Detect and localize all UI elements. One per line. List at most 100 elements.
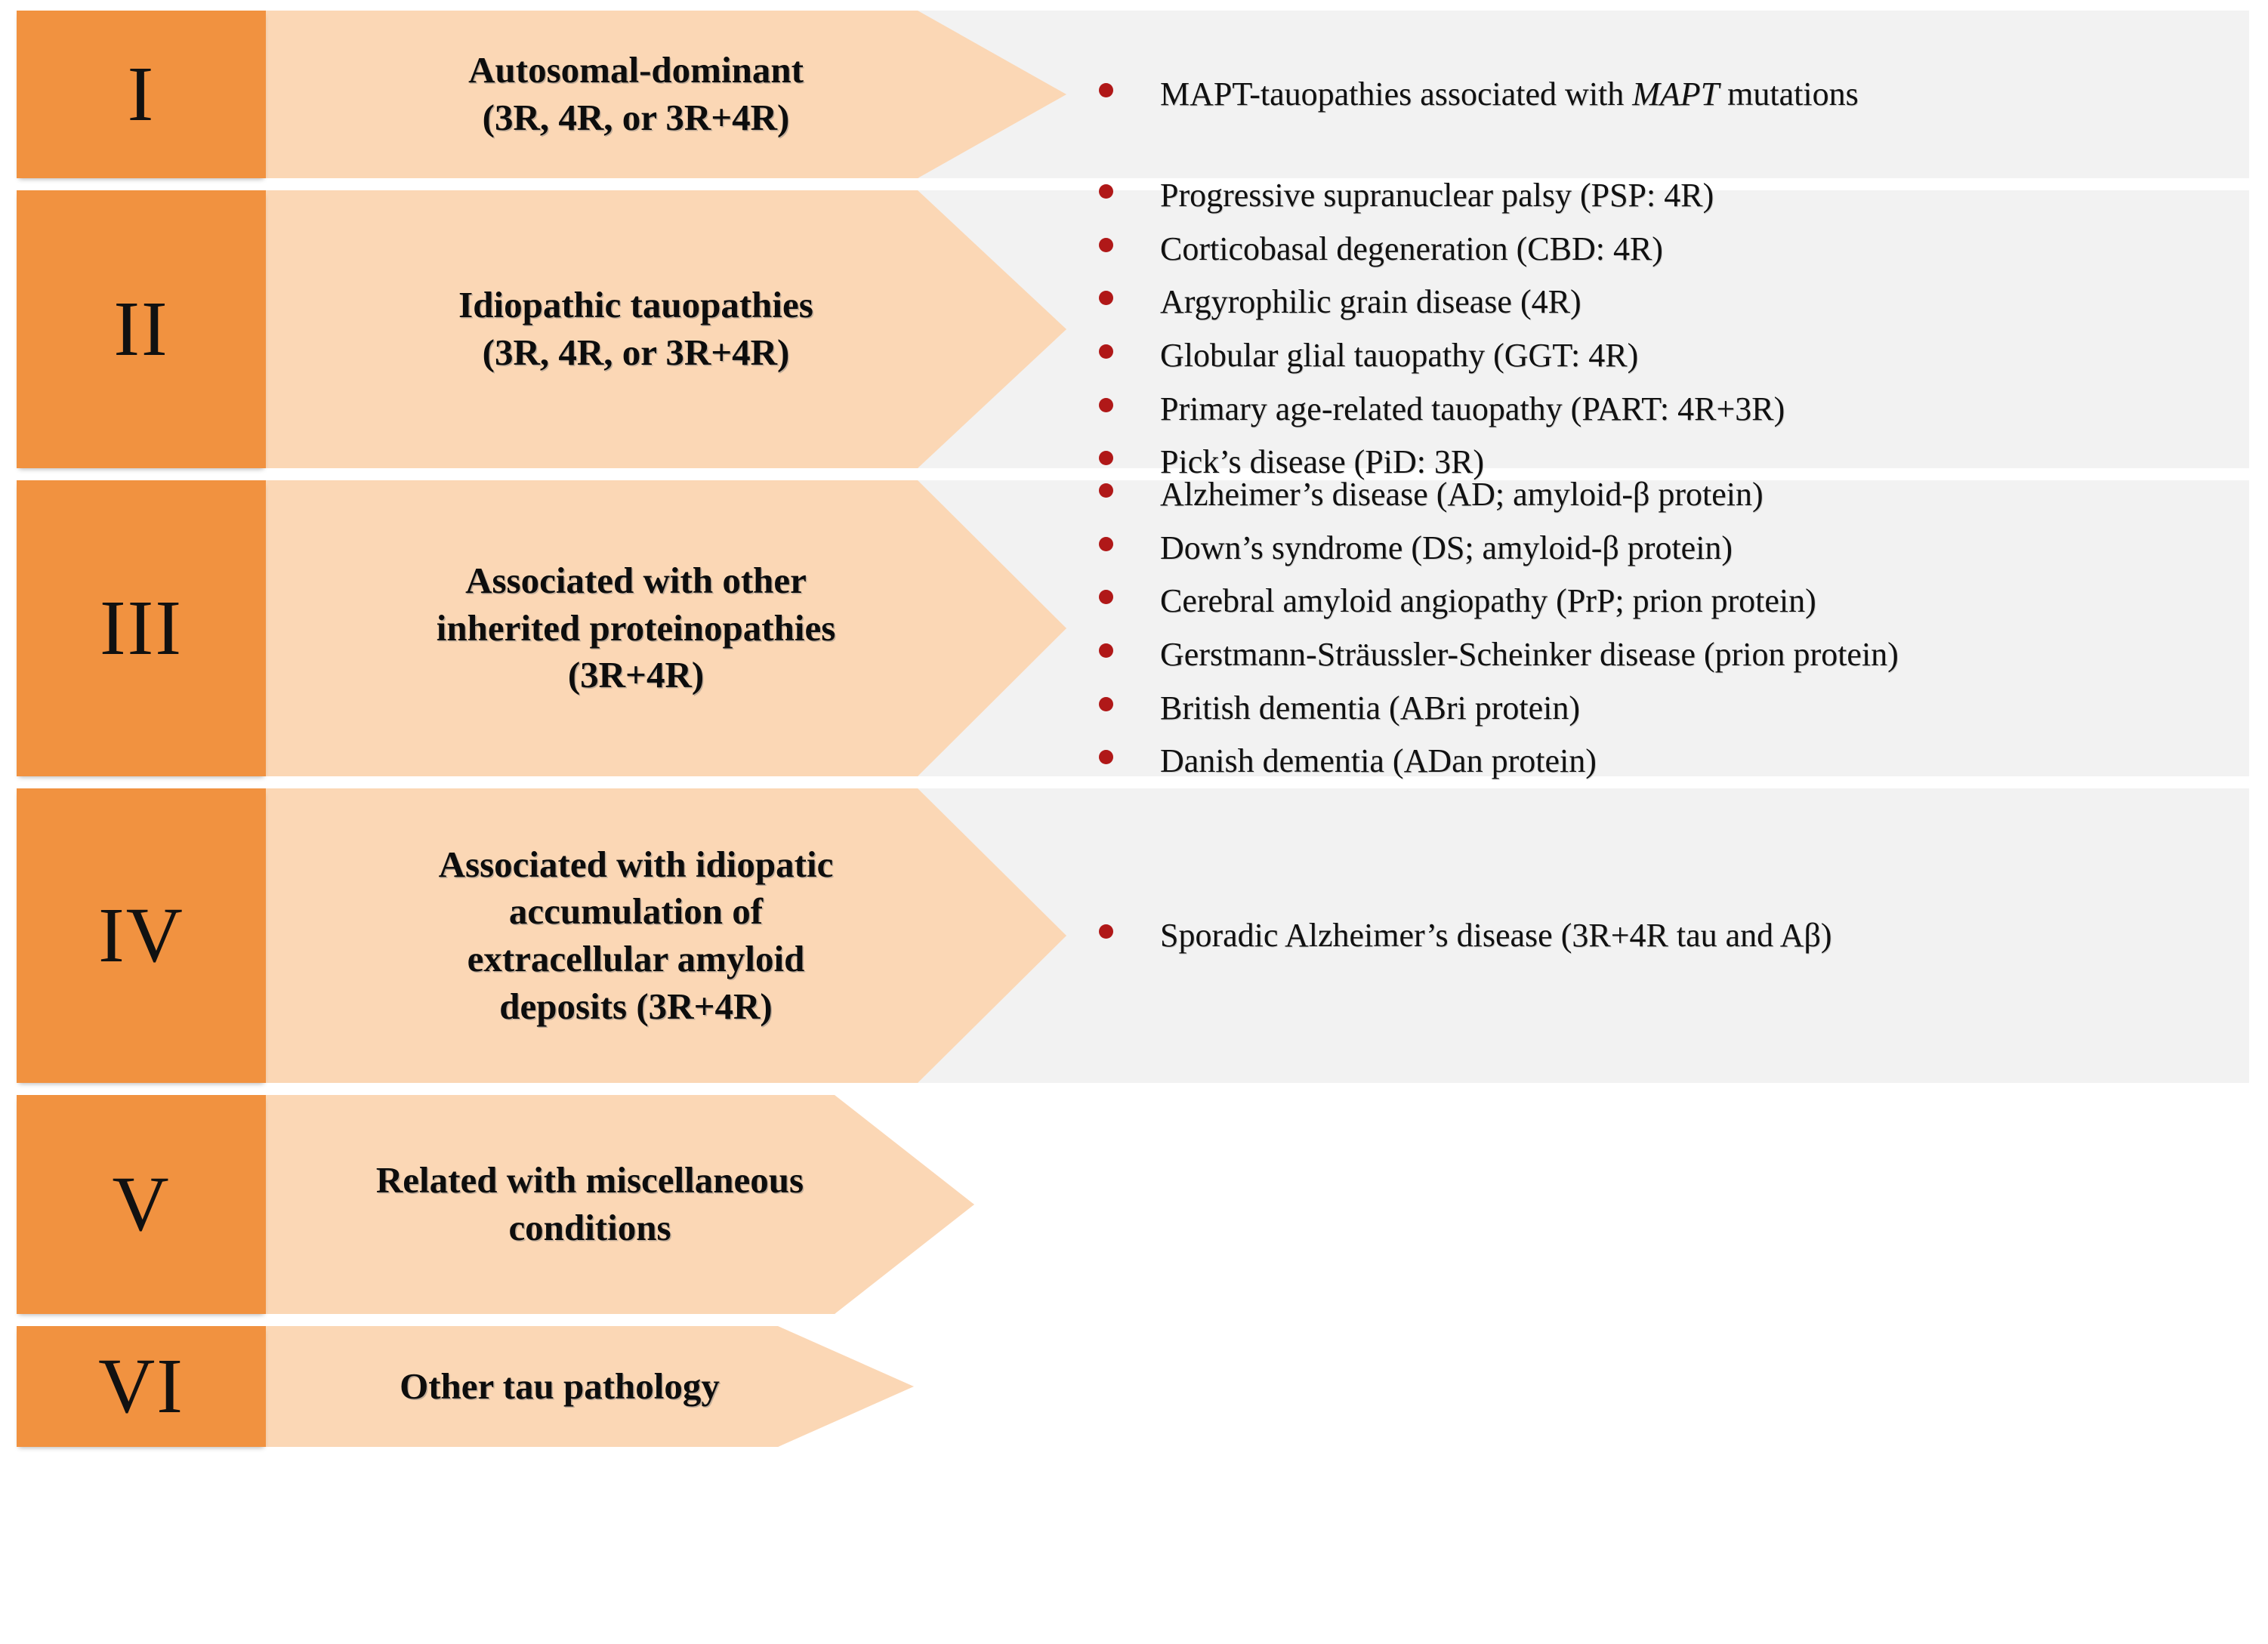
list-item-text: British dementia (ABri protein) <box>1160 689 1580 726</box>
category-arrow[interactable]: Associated with other inherited proteinop… <box>266 480 1066 776</box>
list-item: Sporadic Alzheimer’s disease (3R+4R tau … <box>1099 914 2249 958</box>
gene-symbol-italic: MAPT <box>1632 75 1720 113</box>
category-arrow-label: Other tau pathology <box>369 1363 750 1411</box>
list-item-text: MAPT-tauopathies associated with <box>1160 75 1633 113</box>
list-item-label: Gerstmann-Sträussler-Scheinker disease (… <box>1160 633 2249 677</box>
list-item: Cerebral amyloid angiopathy (PrP; prion … <box>1099 579 2249 624</box>
category-arrow-label-line: Autosomal-dominant <box>468 49 804 91</box>
list-item: Argyrophilic grain disease (4R) <box>1099 280 2249 325</box>
bullet-dot-icon <box>1099 483 1113 498</box>
list-item-text: Sporadic Alzheimer’s disease (3R+4R tau … <box>1160 916 1832 954</box>
list-item-text: Alzheimer’s disease (AD; amyloid-β prote… <box>1160 476 1763 514</box>
roman-numeral-block[interactable]: V <box>17 1095 266 1314</box>
roman-numeral-label: V <box>112 1161 171 1248</box>
category-arrow-label-line: (3R, 4R, or 3R+4R) <box>482 332 790 373</box>
category-arrow-label-line: accumulation of <box>508 890 764 933</box>
list-item-text: Gerstmann-Sträussler-Scheinker disease (… <box>1160 636 1899 673</box>
bullet-dot-icon <box>1099 237 1113 252</box>
bullet-dot-icon <box>1099 397 1113 412</box>
roman-numeral-block[interactable]: III <box>17 480 266 776</box>
list-item: Corticobasal degeneration (CBD: 4R) <box>1099 227 2249 272</box>
disease-list: MAPT-tauopathies associated with MAPT mu… <box>1099 11 2249 178</box>
list-item: Pick’s disease (PiD: 3R) <box>1099 440 2249 485</box>
list-item-label: Danish dementia (ADan protein) <box>1160 739 2249 784</box>
roman-numeral-label: II <box>113 285 169 372</box>
bullet-dot-icon <box>1099 184 1113 199</box>
category-arrow[interactable]: Autosomal-dominant (3R, 4R, or 3R+4R) <box>266 11 1066 178</box>
list-item: Alzheimer’s disease (AD; amyloid-β prote… <box>1099 473 2249 517</box>
bullet-dot-icon <box>1099 750 1113 765</box>
roman-numeral-label: III <box>100 584 183 671</box>
list-item-label: Down’s syndrome (DS; amyloid-β protein) <box>1160 526 2249 571</box>
bullet-dot-icon <box>1099 924 1113 939</box>
category-arrow-label: Autosomal-dominant (3R, 4R, or 3R+4R) <box>438 47 834 141</box>
roman-numeral-block[interactable]: I <box>17 11 266 178</box>
list-item-text: Progressive supranuclear palsy (PSP: 4R) <box>1160 177 1714 214</box>
bullet-dot-icon <box>1099 643 1113 658</box>
category-arrow-label-line: Other tau pathology <box>400 1365 720 1407</box>
list-item: British dementia (ABri protein) <box>1099 686 2249 731</box>
classification-row: VI Other tau pathology <box>0 1326 2268 1447</box>
list-item-text: Corticobasal degeneration (CBD: 4R) <box>1160 230 1663 267</box>
roman-numeral-block[interactable]: VI <box>17 1326 266 1447</box>
list-item-text: Pick’s disease (PiD: 3R) <box>1160 443 1484 481</box>
list-item-text: Cerebral amyloid angiopathy (PrP; prion … <box>1160 582 1816 620</box>
disease-list: Progressive supranuclear palsy (PSP: 4R)… <box>1099 177 2249 480</box>
roman-numeral-block[interactable]: II <box>17 190 266 468</box>
category-arrow-label: Associated with other inherited proteinop… <box>406 557 866 699</box>
disease-list: Sporadic Alzheimer’s disease (3R+4R tau … <box>1099 788 2249 1083</box>
classification-row: III Associated with other inherited protei… <box>0 476 2268 779</box>
list-item-label: Alzheimer’s disease (AD; amyloid-β prote… <box>1160 473 2249 517</box>
list-item-label: Sporadic Alzheimer’s disease (3R+4R tau … <box>1160 914 2249 958</box>
list-item: Globular glial tauopathy (GGT: 4R) <box>1099 334 2249 378</box>
roman-numeral-label: I <box>127 51 156 137</box>
bullet-dot-icon <box>1099 451 1113 466</box>
list-item: Down’s syndrome (DS; amyloid-β protein) <box>1099 526 2249 571</box>
list-item-label: Corticobasal degeneration (CBD: 4R) <box>1160 227 2249 272</box>
list-item-text: Globular glial tauopathy (GGT: 4R) <box>1160 337 1639 374</box>
bullet-dot-icon <box>1099 536 1113 551</box>
bullet-dot-icon <box>1099 291 1113 306</box>
list-item-text: Argyrophilic grain disease (4R) <box>1160 283 1581 321</box>
roman-numeral-label: VI <box>98 1343 184 1430</box>
bullet-dot-icon <box>1099 344 1113 359</box>
classification-row: I Autosomal-dominant (3R, 4R, or 3R+4R) MAP… <box>0 11 2268 178</box>
list-item-text-suffix: mutations <box>1719 75 1859 113</box>
disease-list: Alzheimer’s disease (AD; amyloid-β prote… <box>1099 476 2249 779</box>
category-arrow-label-line: Associated with other <box>465 559 807 601</box>
category-arrow-label-line: (3R+4R) <box>567 654 705 696</box>
roman-numeral-block[interactable]: IV <box>17 788 266 1083</box>
category-arrow[interactable]: Idiopathic tauopathies (3R, 4R, or 3R+4R) <box>266 190 1066 468</box>
list-item-label: Pick’s disease (PiD: 3R) <box>1160 440 2249 485</box>
list-item: MAPT-tauopathies associated with MAPT mu… <box>1099 72 2249 117</box>
bullet-dot-icon <box>1099 82 1113 97</box>
category-arrow-label-line: deposits (3R+4R) <box>499 985 773 1027</box>
category-arrow-label-line: conditions <box>508 1207 671 1248</box>
classification-row: II Idiopathic tauopathies (3R, 4R, or 3R+4… <box>0 177 2268 480</box>
roman-numeral-label: IV <box>98 892 184 979</box>
list-item-text: Down’s syndrome (DS; amyloid-β protein) <box>1160 529 1733 566</box>
list-item-label: Progressive supranuclear palsy (PSP: 4R) <box>1160 174 2249 218</box>
list-item-text: Primary age-related tauopathy (PART: 4R+… <box>1160 390 1785 427</box>
category-arrow-label-line: Idiopathic tauopathies <box>458 284 813 326</box>
list-item: Danish dementia (ADan protein) <box>1099 739 2249 784</box>
category-arrow[interactable]: Other tau pathology <box>266 1326 914 1447</box>
list-item-label: Argyrophilic grain disease (4R) <box>1160 280 2249 325</box>
list-item-text: Danish dementia (ADan protein) <box>1160 742 1597 780</box>
list-item-label: Cerebral amyloid angiopathy (PrP; prion … <box>1160 579 2249 624</box>
category-arrow-label-line: inherited proteinopathies <box>436 606 836 649</box>
list-item-label: Primary age-related tauopathy (PART: 4R+… <box>1160 387 2249 432</box>
bullet-dot-icon <box>1099 696 1113 711</box>
list-item-label: MAPT-tauopathies associated with MAPT mu… <box>1160 72 2249 117</box>
list-item: Progressive supranuclear palsy (PSP: 4R) <box>1099 174 2249 218</box>
bullet-dot-icon <box>1099 590 1113 605</box>
category-arrow-label: Idiopathic tauopathies (3R, 4R, or 3R+4R) <box>428 282 844 376</box>
category-arrow-label-line: (3R, 4R, or 3R+4R) <box>482 97 790 138</box>
